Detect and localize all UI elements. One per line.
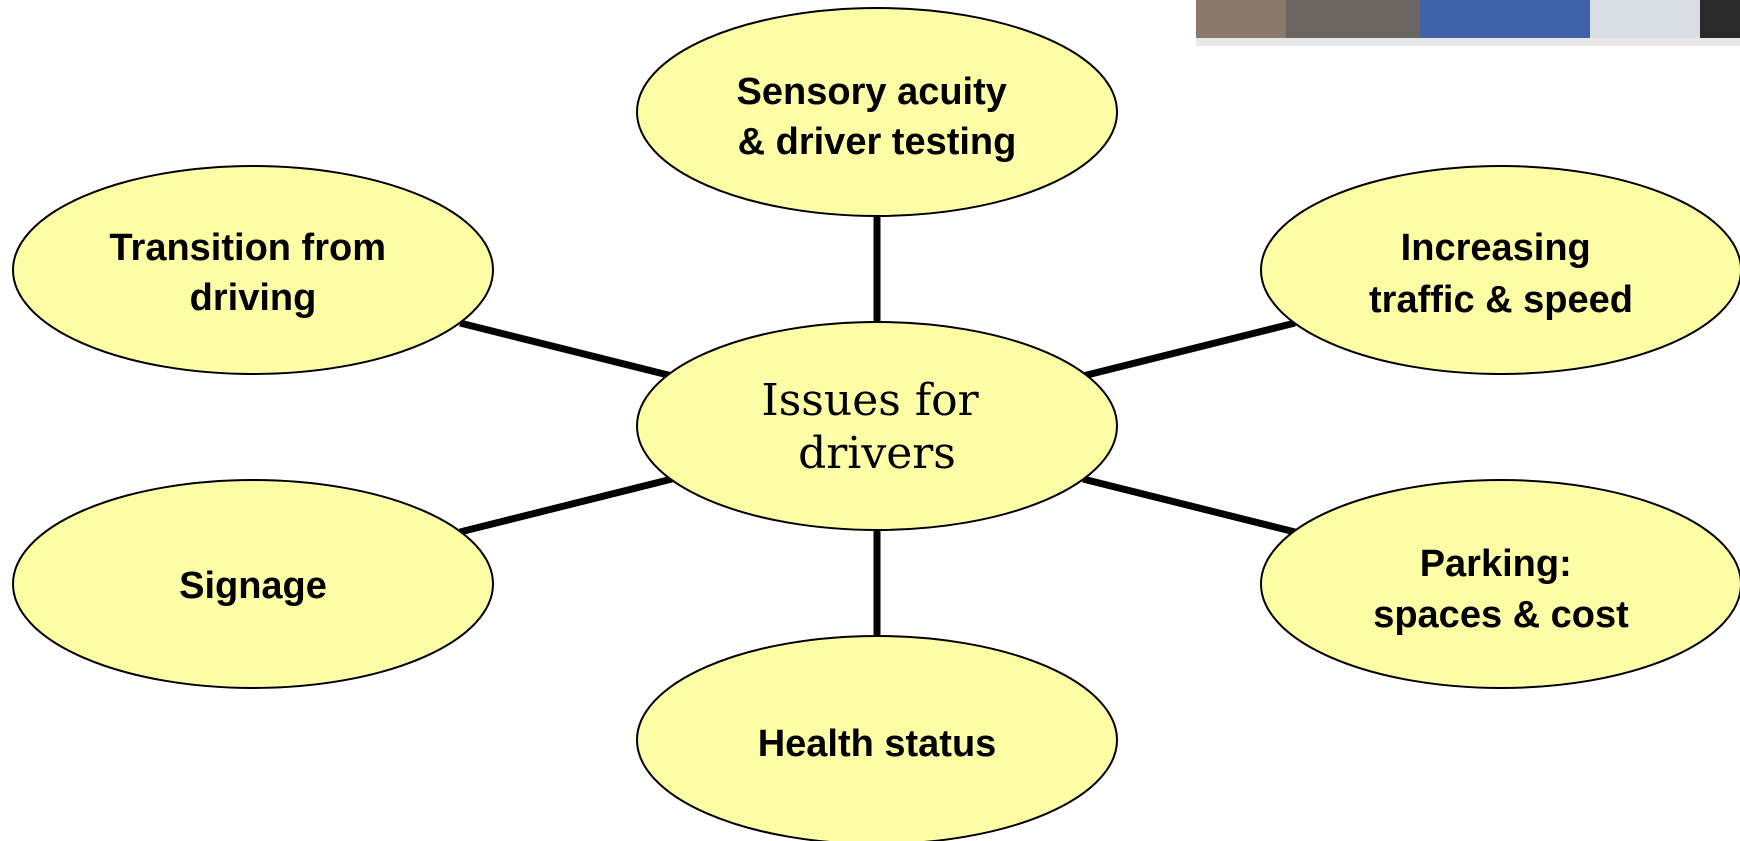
connector-traffic (1082, 319, 1296, 380)
transition-label: Transition from driving (109, 227, 396, 319)
connector-signage (459, 475, 673, 536)
signage-label-line-1: Signage (179, 565, 327, 607)
connector-parking (1082, 475, 1296, 536)
node-center-issues-for-drivers: Issues for drivers (636, 321, 1118, 531)
parking-label-line-1: Parking: (1420, 543, 1572, 585)
parking-label: Parking: spaces & cost (1373, 543, 1629, 636)
sensory-label-line-1: Sensory acuity (737, 71, 1007, 113)
sensory-label-line-2: & driver testing (738, 121, 1017, 163)
traffic-label: Increasing traffic & speed (1369, 227, 1633, 321)
connector-transition (459, 319, 673, 380)
traffic-label-line-1: Increasing (1401, 227, 1591, 269)
transition-label-line-2: driving (190, 277, 317, 319)
signage-label: Signage (179, 565, 327, 607)
node-sensory-acuity: Sensory acuity & driver testing (636, 7, 1118, 217)
photo-fragment (1196, 0, 1740, 46)
traffic-label-line-2: traffic & speed (1369, 279, 1633, 321)
center-label-line-1: Issues for (761, 375, 979, 426)
node-transition-from-driving: Transition from driving (12, 165, 494, 375)
parking-label-line-2: spaces & cost (1373, 594, 1629, 636)
health-label-line-1: Health status (758, 723, 997, 765)
node-signage: Signage (12, 479, 494, 689)
transition-label-line-1: Transition from (109, 227, 386, 269)
center-label: Issues for drivers (761, 375, 992, 479)
health-label: Health status (758, 723, 997, 765)
node-parking: Parking: spaces & cost (1260, 479, 1740, 689)
node-increasing-traffic: Increasing traffic & speed (1260, 165, 1740, 375)
center-ellipse (636, 321, 1118, 531)
center-label-line-2: drivers (798, 428, 956, 479)
sensory-label: Sensory acuity & driver testing (737, 71, 1018, 163)
connectors (459, 215, 1296, 636)
node-health-status: Health status (636, 635, 1118, 841)
